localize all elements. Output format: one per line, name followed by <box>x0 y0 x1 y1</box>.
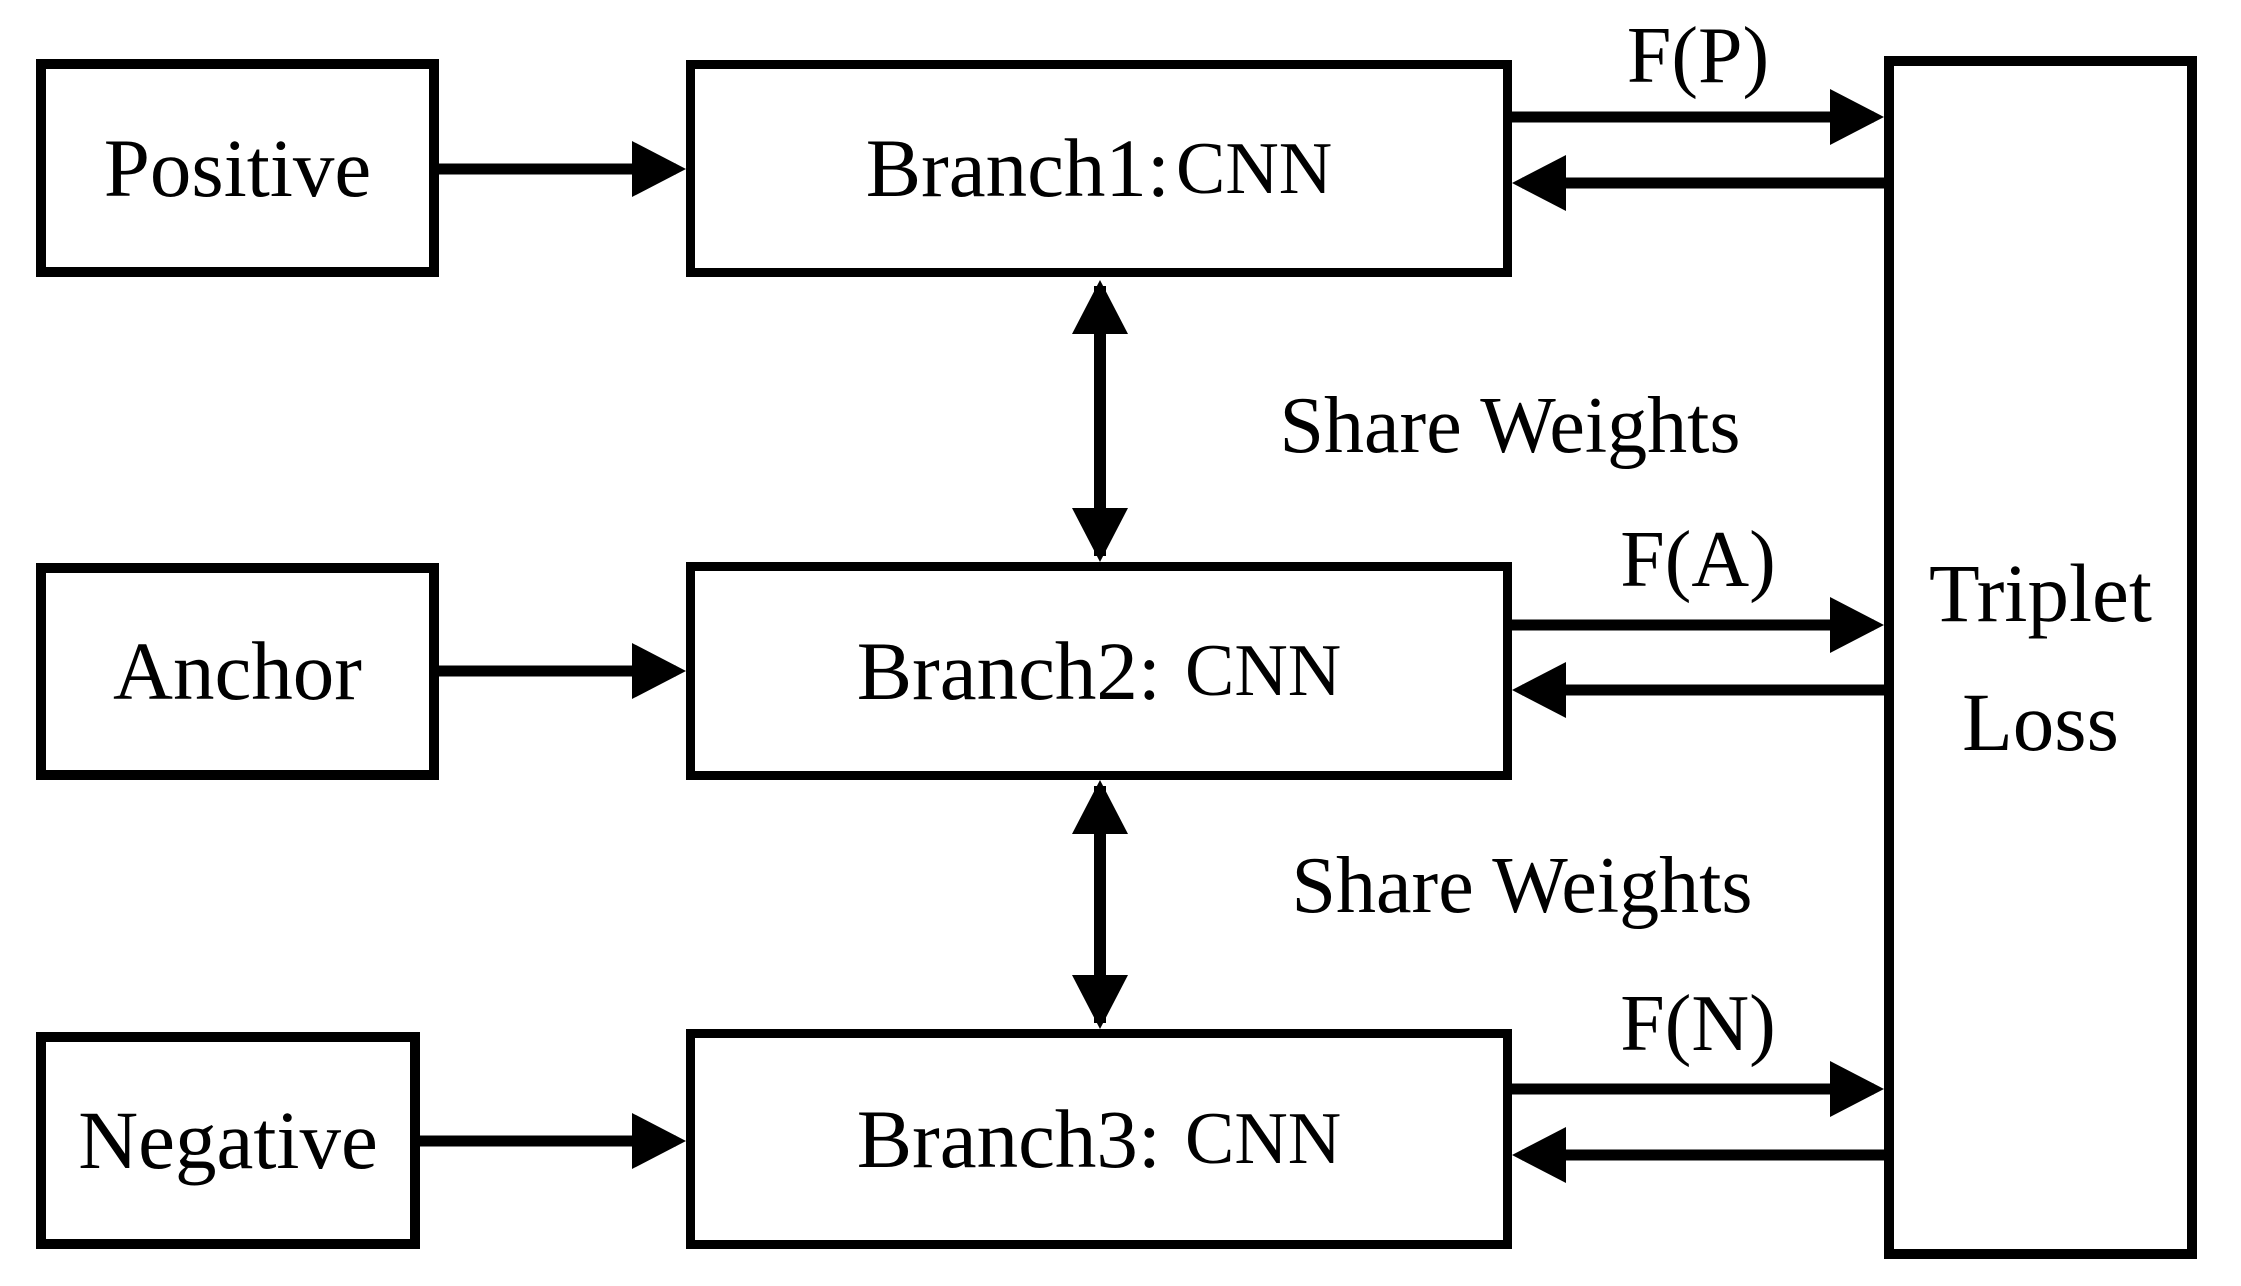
edge-label-fn: F(N) <box>1620 980 1776 1068</box>
arrowhead-right-icon <box>632 141 686 197</box>
arrow-shaft <box>439 163 676 175</box>
arrowhead-left-icon <box>1512 155 1566 211</box>
node-branch1-cnn-label: CNN <box>1176 127 1333 210</box>
arrowhead-left-icon <box>1512 1127 1566 1183</box>
arrow-shaft <box>1522 684 1884 696</box>
arrow-share-weights-branch1-branch2 <box>1072 280 1128 562</box>
arrow-shaft <box>1512 1083 1874 1095</box>
node-negative-label: Negative <box>78 1094 378 1186</box>
node-branch3-cnn-label: CNN <box>1185 1098 1342 1180</box>
arrowhead-right-icon <box>1830 597 1884 653</box>
node-branch3-cnn: Branch3: CNN <box>686 1029 1512 1249</box>
arrowhead-left-icon <box>1512 662 1566 718</box>
arrow-shaft <box>1512 111 1874 123</box>
node-anchor: Anchor <box>36 563 439 780</box>
arrow-branch1-to-loss <box>1512 89 1884 145</box>
arrowhead-right-icon <box>1830 89 1884 145</box>
triplet-loss-line1: Triplet <box>1929 546 2152 639</box>
node-branch1-prefix: Branch1: <box>865 122 1170 214</box>
arrowhead-up-icon <box>1072 280 1128 334</box>
arrow-loss-to-branch1 <box>1512 155 1884 211</box>
arrowhead-right-icon <box>632 1113 686 1169</box>
edge-label-fa: F(A) <box>1620 516 1776 604</box>
node-branch3-prefix: Branch3: <box>856 1092 1161 1185</box>
arrowhead-up-icon <box>1072 780 1128 834</box>
arrow-shaft <box>439 665 676 677</box>
arrowhead-down-icon <box>1072 508 1128 562</box>
arrow-anchor-to-branch2 <box>439 643 686 699</box>
share-weights-label-bottom: Share Weights <box>1291 842 1753 930</box>
arrow-shaft <box>1094 286 1106 556</box>
arrowhead-down-icon <box>1072 975 1128 1029</box>
arrow-branch2-to-loss <box>1512 597 1884 653</box>
arrow-loss-to-branch3 <box>1512 1127 1884 1183</box>
arrowhead-right-icon <box>632 643 686 699</box>
node-triplet-loss-label: Triplet Loss <box>1929 529 2152 786</box>
node-branch1-cnn: Branch1: CNN <box>686 60 1512 277</box>
arrow-branch3-to-loss <box>1512 1061 1884 1117</box>
node-triplet-loss: Triplet Loss <box>1884 56 2197 1259</box>
node-branch2-prefix: Branch2: <box>856 624 1161 717</box>
arrow-share-weights-branch2-branch3 <box>1072 780 1128 1029</box>
arrow-shaft <box>1512 619 1874 631</box>
arrow-shaft <box>1094 786 1106 1023</box>
arrow-shaft <box>420 1135 676 1147</box>
edge-label-fp: F(P) <box>1626 12 1770 100</box>
arrow-shaft <box>1522 177 1884 189</box>
arrow-loss-to-branch2 <box>1512 662 1884 718</box>
arrow-positive-to-branch1 <box>439 141 686 197</box>
arrow-shaft <box>1522 1149 1884 1161</box>
arrowhead-right-icon <box>1830 1061 1884 1117</box>
node-negative: Negative <box>36 1032 420 1249</box>
triplet-loss-line2: Loss <box>1962 675 2119 768</box>
node-branch2-cnn: Branch2: CNN <box>686 562 1512 780</box>
node-branch2-cnn-label: CNN <box>1185 630 1342 712</box>
node-positive-label: Positive <box>103 121 372 214</box>
node-anchor-label: Anchor <box>113 625 362 717</box>
share-weights-label-top: Share Weights <box>1279 382 1741 470</box>
node-positive: Positive <box>36 59 439 277</box>
arrow-negative-to-branch3 <box>420 1113 686 1169</box>
